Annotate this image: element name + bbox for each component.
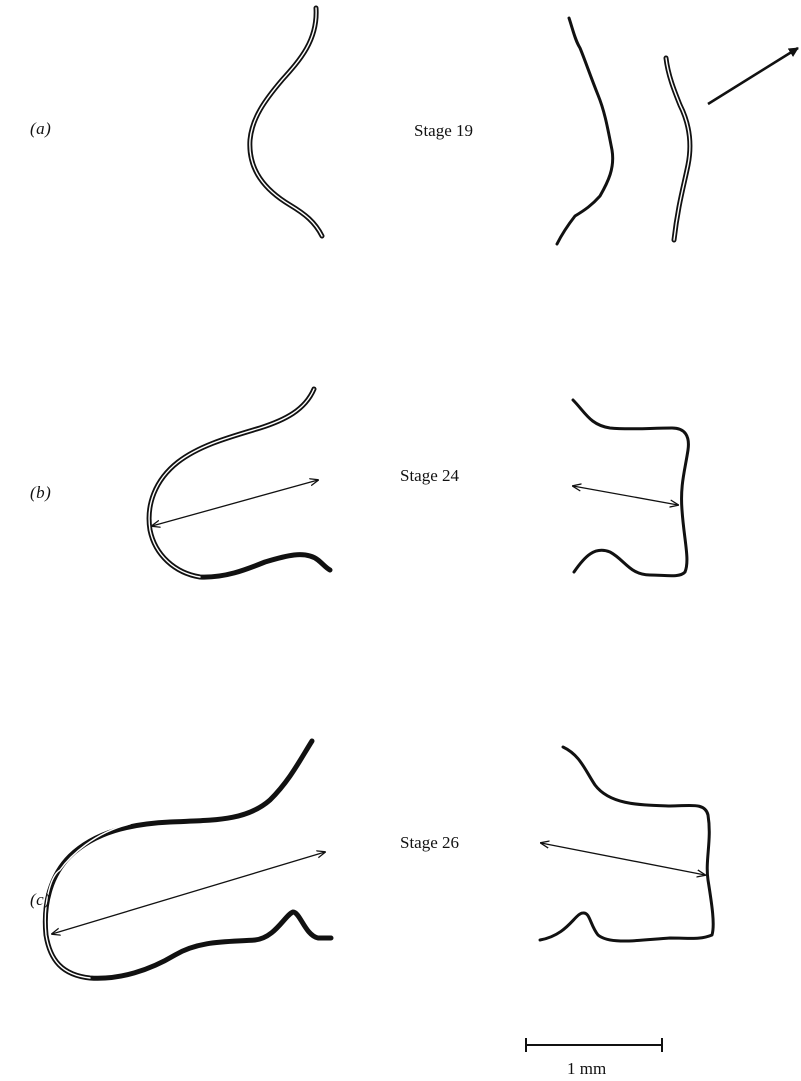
direction-arrow (708, 48, 798, 104)
panel-label-a: (a) (30, 119, 51, 139)
scale-bar (526, 1038, 662, 1052)
panel-label-b: (b) (30, 483, 51, 503)
stage26-right-outline (540, 747, 713, 941)
stage24-left-outline-outer (149, 389, 330, 577)
stage-label-c: Stage 26 (400, 833, 459, 853)
stage19-strand-inner (666, 58, 690, 240)
stage26-right-measure-arrow (541, 843, 705, 875)
panel-a-outlines (250, 8, 798, 244)
stage26-left-outline-outer (45, 741, 331, 978)
stage-label-a: Stage 19 (414, 121, 473, 141)
panel-label-c: (c) (30, 890, 50, 910)
stage24-right-outline (573, 400, 688, 576)
scale-bar-label: 1 mm (567, 1059, 606, 1079)
stage24-right-measure-arrow (573, 486, 678, 505)
stage24-left-measure-arrow (152, 480, 318, 526)
stage26-left-outline-inner (45, 824, 130, 978)
stage19-right-outline (557, 18, 613, 244)
panel-c-outlines (45, 741, 713, 978)
stage-label-b: Stage 24 (400, 466, 459, 486)
